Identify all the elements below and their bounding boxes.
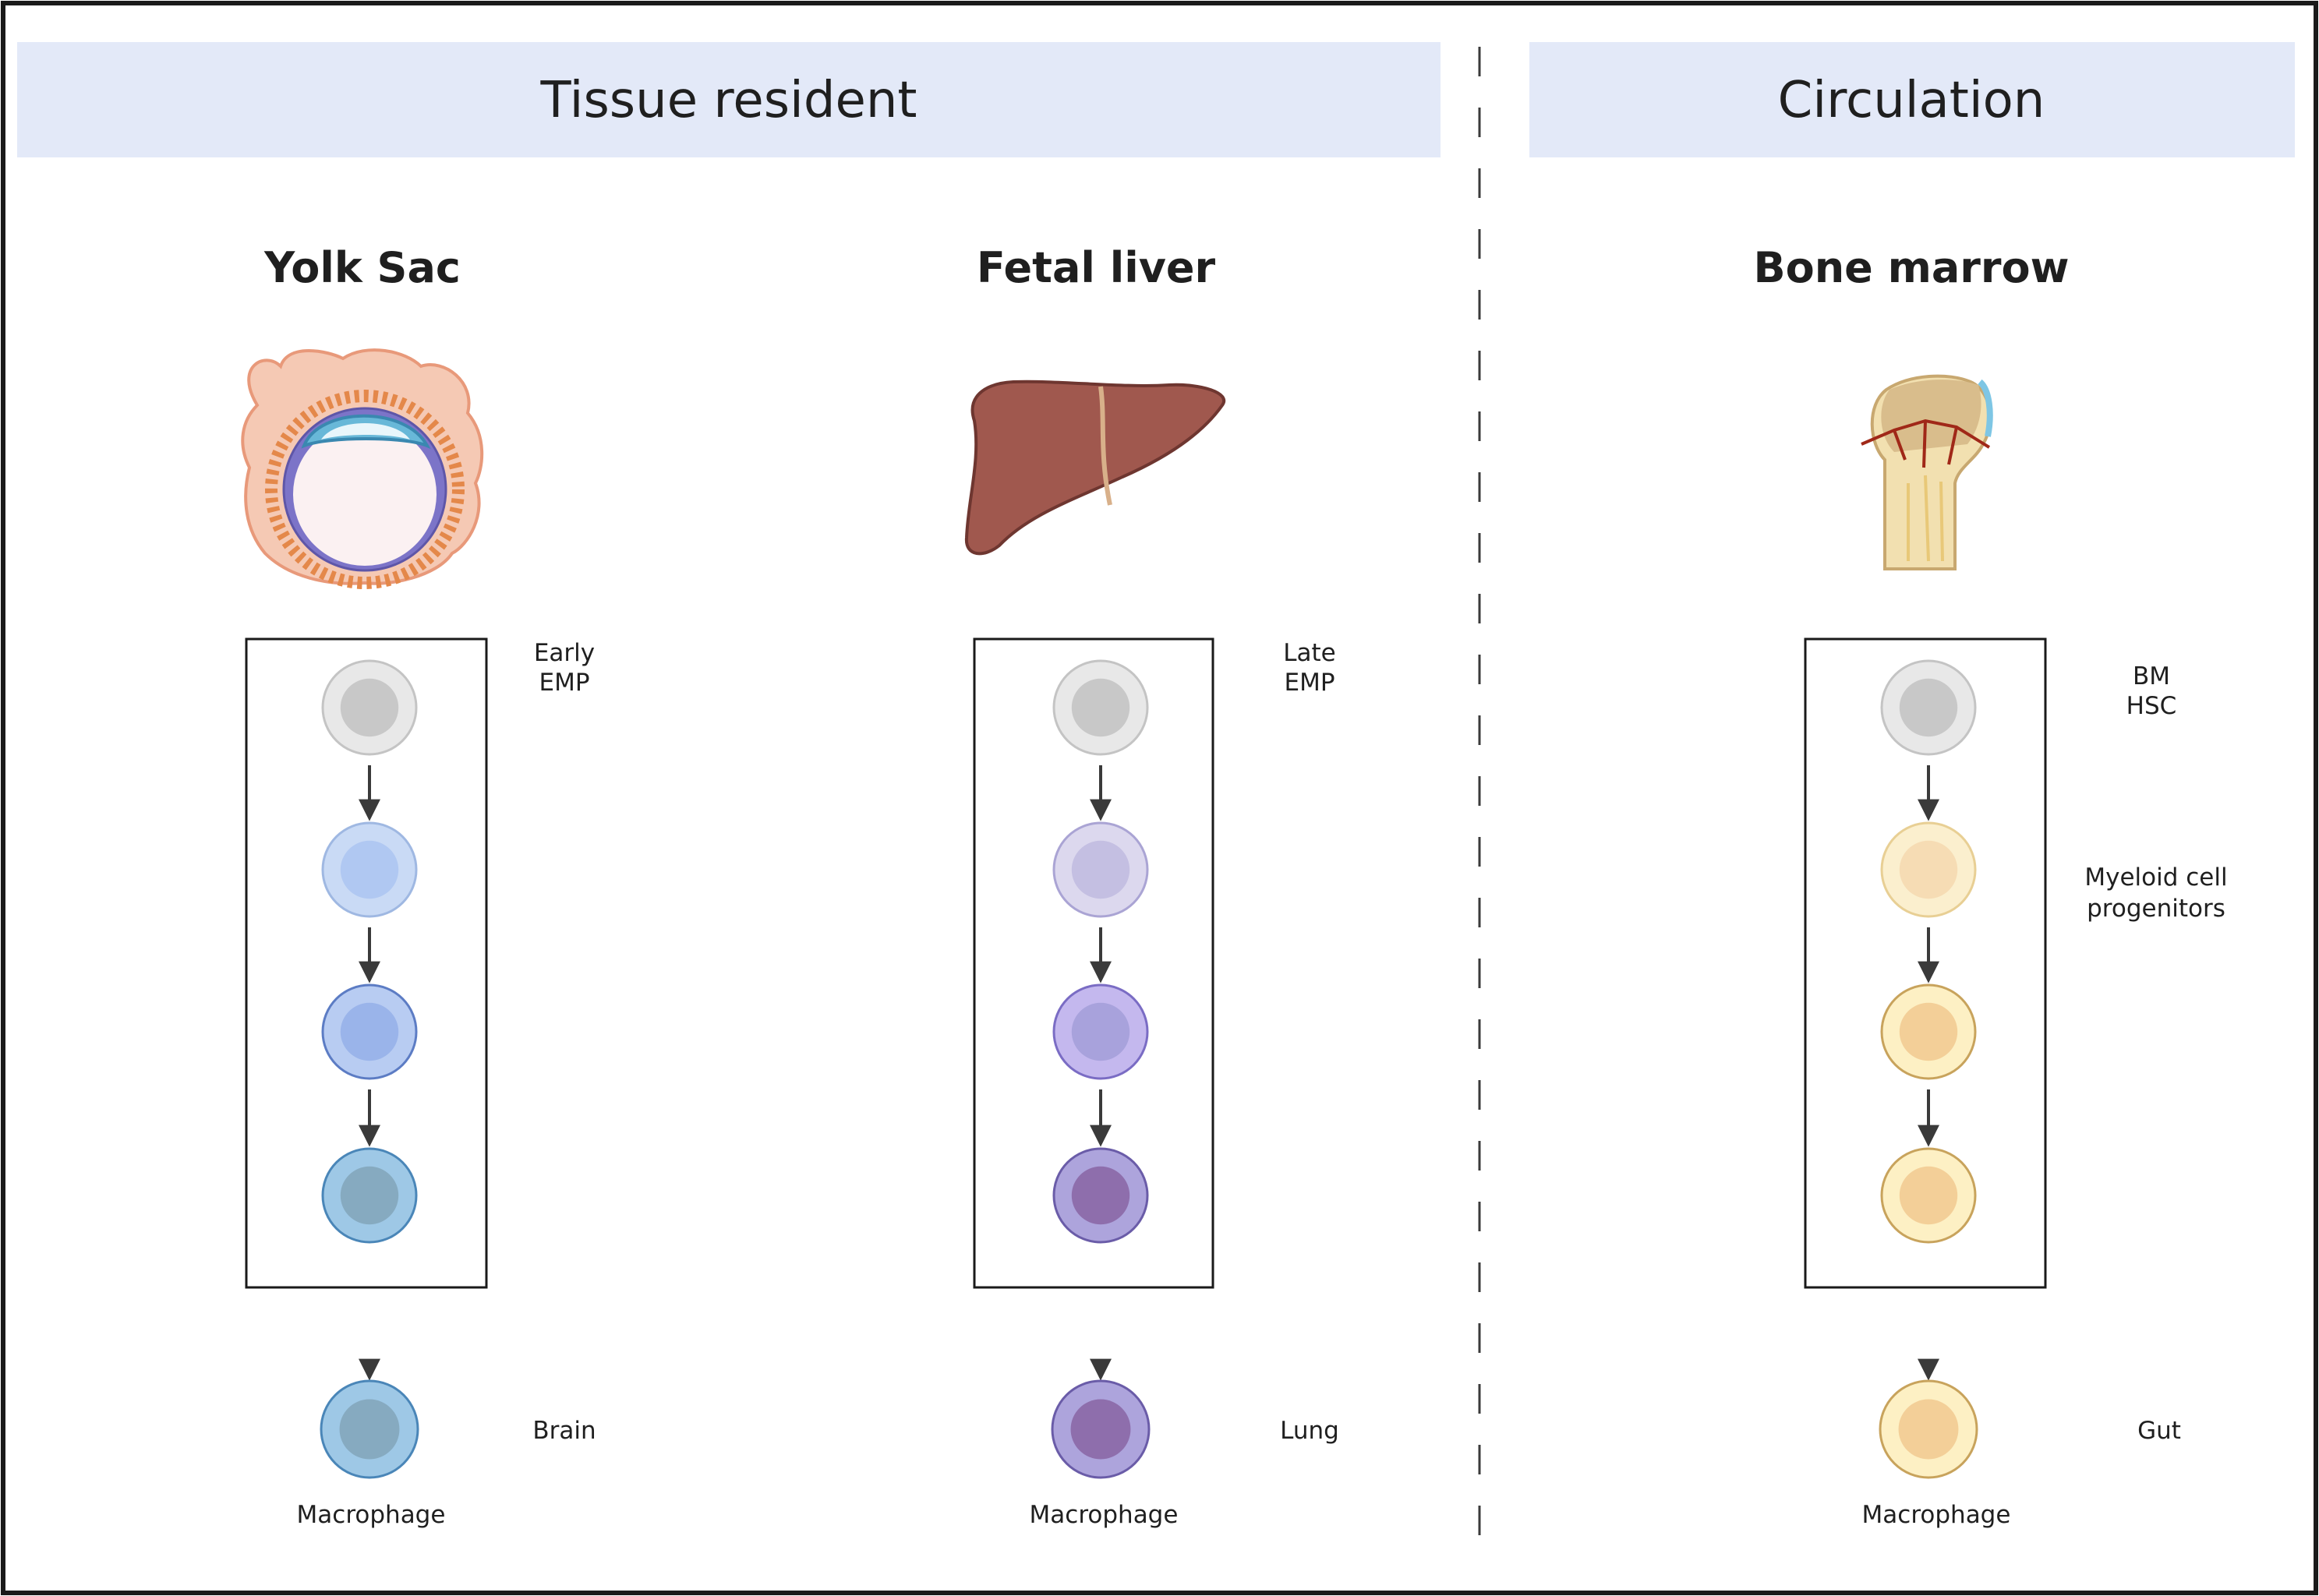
yolk-sac-macrophage-cell [320,1379,419,1479]
header-band-left [17,42,1441,157]
yolk-sac-cell-2 [321,821,418,918]
bone-marrow-cell-2 [1880,821,1977,918]
cells-layer [320,659,1978,1479]
lineage-box-bone-marrow [1804,637,2047,1289]
label-progenitors: progenitors [2087,895,2225,923]
title-fetal-liver: Fetal liver [977,243,1216,292]
yolk-sac-cell-3 [321,983,418,1080]
label-early: Early [534,639,595,667]
label-brain: Brain [532,1417,596,1445]
lineage-box-yolk-sac [245,637,488,1289]
fetal-liver-cell-2 [1052,821,1149,918]
fetal-liver-cell-1 [1052,659,1149,756]
lineage-box-fetal-liver [973,637,1214,1289]
header-band-right [1529,42,2295,157]
yolk-sac-cell-1 [321,659,418,756]
fetal-liver-macrophage-cell [1051,1379,1151,1479]
yolk-sac-illustration [241,348,484,589]
label-myeloid-cell: Myeloid cell [2084,863,2227,892]
label-hsc: HSC [2126,692,2177,720]
label-emp-early: EMP [539,669,589,697]
label-macrophage-brain: Macrophage [297,1501,446,1529]
header-tissue-resident: Tissue resident [540,72,917,129]
title-bone-marrow: Bone marrow [1753,243,2069,292]
fetal-liver-cell-4 [1052,1147,1149,1244]
bone-illustration [1861,374,1993,570]
label-macrophage-gut: Macrophage [1862,1501,2011,1529]
label-emp-late: EMP [1284,669,1334,697]
label-macrophage-lung: Macrophage [1030,1501,1179,1529]
label-gut: Gut [2137,1417,2181,1445]
bone-marrow-cell-3 [1880,983,1977,1080]
liver-illustration [964,380,1226,556]
label-bm: BM [2133,662,2170,690]
title-yolk-sac: Yolk Sac [263,243,461,292]
fetal-liver-cell-3 [1052,983,1149,1080]
label-late: Late [1283,639,1336,667]
yolk-sac-cell-4 [321,1147,418,1244]
bone-marrow-cell-1 [1880,659,1977,756]
bone-marrow-macrophage-cell [1879,1379,1978,1479]
bone-marrow-cell-4 [1880,1147,1977,1244]
label-lung: Lung [1280,1417,1339,1445]
header-circulation: Circulation [1778,72,2045,129]
